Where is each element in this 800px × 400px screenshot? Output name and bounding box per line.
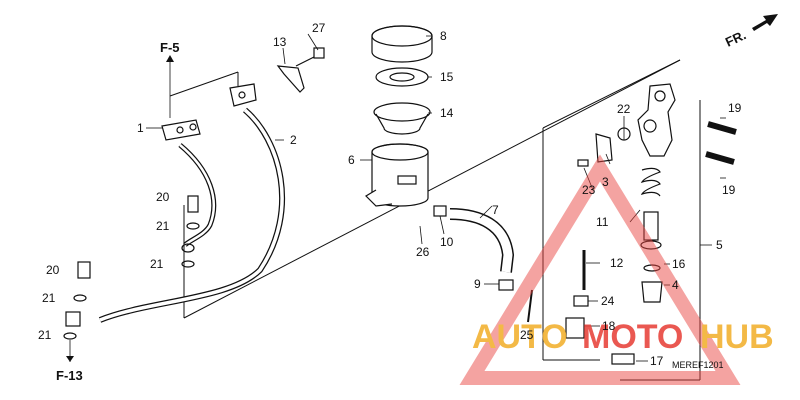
reservoir-plate (375, 67, 429, 87)
reservoir-stay (276, 47, 325, 93)
callout-20b: 20 (46, 263, 60, 277)
front-direction: FR. (723, 14, 778, 50)
brake-hose (98, 107, 285, 323)
ref-bottom: F-13 (56, 368, 83, 383)
cotter-pin (527, 289, 533, 323)
callout-21a: 21 (156, 219, 170, 233)
callout-26: 26 (416, 245, 430, 259)
callout-11: 11 (596, 215, 609, 229)
callout-2: 2 (290, 133, 297, 147)
piston (640, 211, 663, 303)
leader-lines (69, 33, 726, 362)
push-rod (573, 250, 589, 307)
reservoir-tank (365, 143, 429, 207)
callout-9: 9 (474, 277, 481, 291)
banjo-bolts (63, 195, 200, 340)
reservoir-hose (449, 208, 515, 273)
callout-5: 5 (716, 238, 723, 252)
mounting-bolts (705, 121, 737, 165)
callout-1: 1 (137, 121, 144, 135)
watermark-text-hub: HUB (700, 318, 774, 356)
ref-top-arrow-icon (166, 55, 174, 62)
diagram-code: MEREF1201 (672, 360, 724, 370)
callout-10: 10 (440, 235, 454, 249)
callout-20a: 20 (156, 190, 170, 204)
watermark: AUTO MOTO HUB (459, 154, 774, 385)
callout-27: 27 (312, 21, 326, 35)
callout-15: 15 (440, 70, 454, 84)
bleeder-bolt (577, 159, 589, 167)
front-label: FR. (723, 27, 748, 49)
callout-19a: 19 (728, 101, 742, 115)
callout-19b: 19 (722, 183, 736, 197)
rod-joint (565, 317, 585, 339)
callouts: 1 2 3 4 5 6 7 8 9 10 11 12 13 14 15 16 1… (38, 21, 742, 368)
callout-4: 4 (672, 278, 679, 292)
reservoir-diaphragm (373, 102, 431, 135)
callout-8: 8 (440, 29, 447, 43)
callout-24: 24 (601, 294, 615, 308)
callout-25: 25 (520, 328, 534, 342)
callout-21c: 21 (42, 291, 56, 305)
callout-6: 6 (348, 153, 355, 167)
callout-22: 22 (617, 102, 631, 116)
watermark-text-moto: MOTO (582, 318, 683, 356)
hose-clamp (161, 119, 201, 141)
callout-18: 18 (602, 319, 616, 333)
brake-pipe (178, 143, 217, 247)
callout-14: 14 (440, 106, 454, 120)
callout-3: 3 (602, 175, 609, 189)
callout-21d: 21 (38, 328, 52, 342)
callout-12: 12 (610, 256, 624, 270)
reservoir-cap (371, 25, 433, 63)
hose-joint (229, 83, 257, 107)
hose-clip-upper (433, 205, 447, 217)
watermark-text-auto: AUTO (472, 318, 568, 356)
joint-pin (611, 353, 635, 365)
callout-17: 17 (650, 354, 664, 368)
front-arrow-icon (752, 14, 778, 31)
callout-13: 13 (273, 35, 287, 49)
callout-23: 23 (582, 183, 596, 197)
ref-top: F-5 (160, 40, 180, 55)
piston-spring (640, 167, 661, 197)
ref-bottom-arrow-icon (66, 356, 74, 362)
callout-16: 16 (672, 257, 686, 271)
master-cylinder-body (637, 83, 676, 157)
hose-joint-3 (595, 133, 613, 163)
callout-21b: 21 (150, 257, 164, 271)
callout-7: 7 (492, 203, 499, 217)
hose-clip-lower (498, 279, 514, 291)
